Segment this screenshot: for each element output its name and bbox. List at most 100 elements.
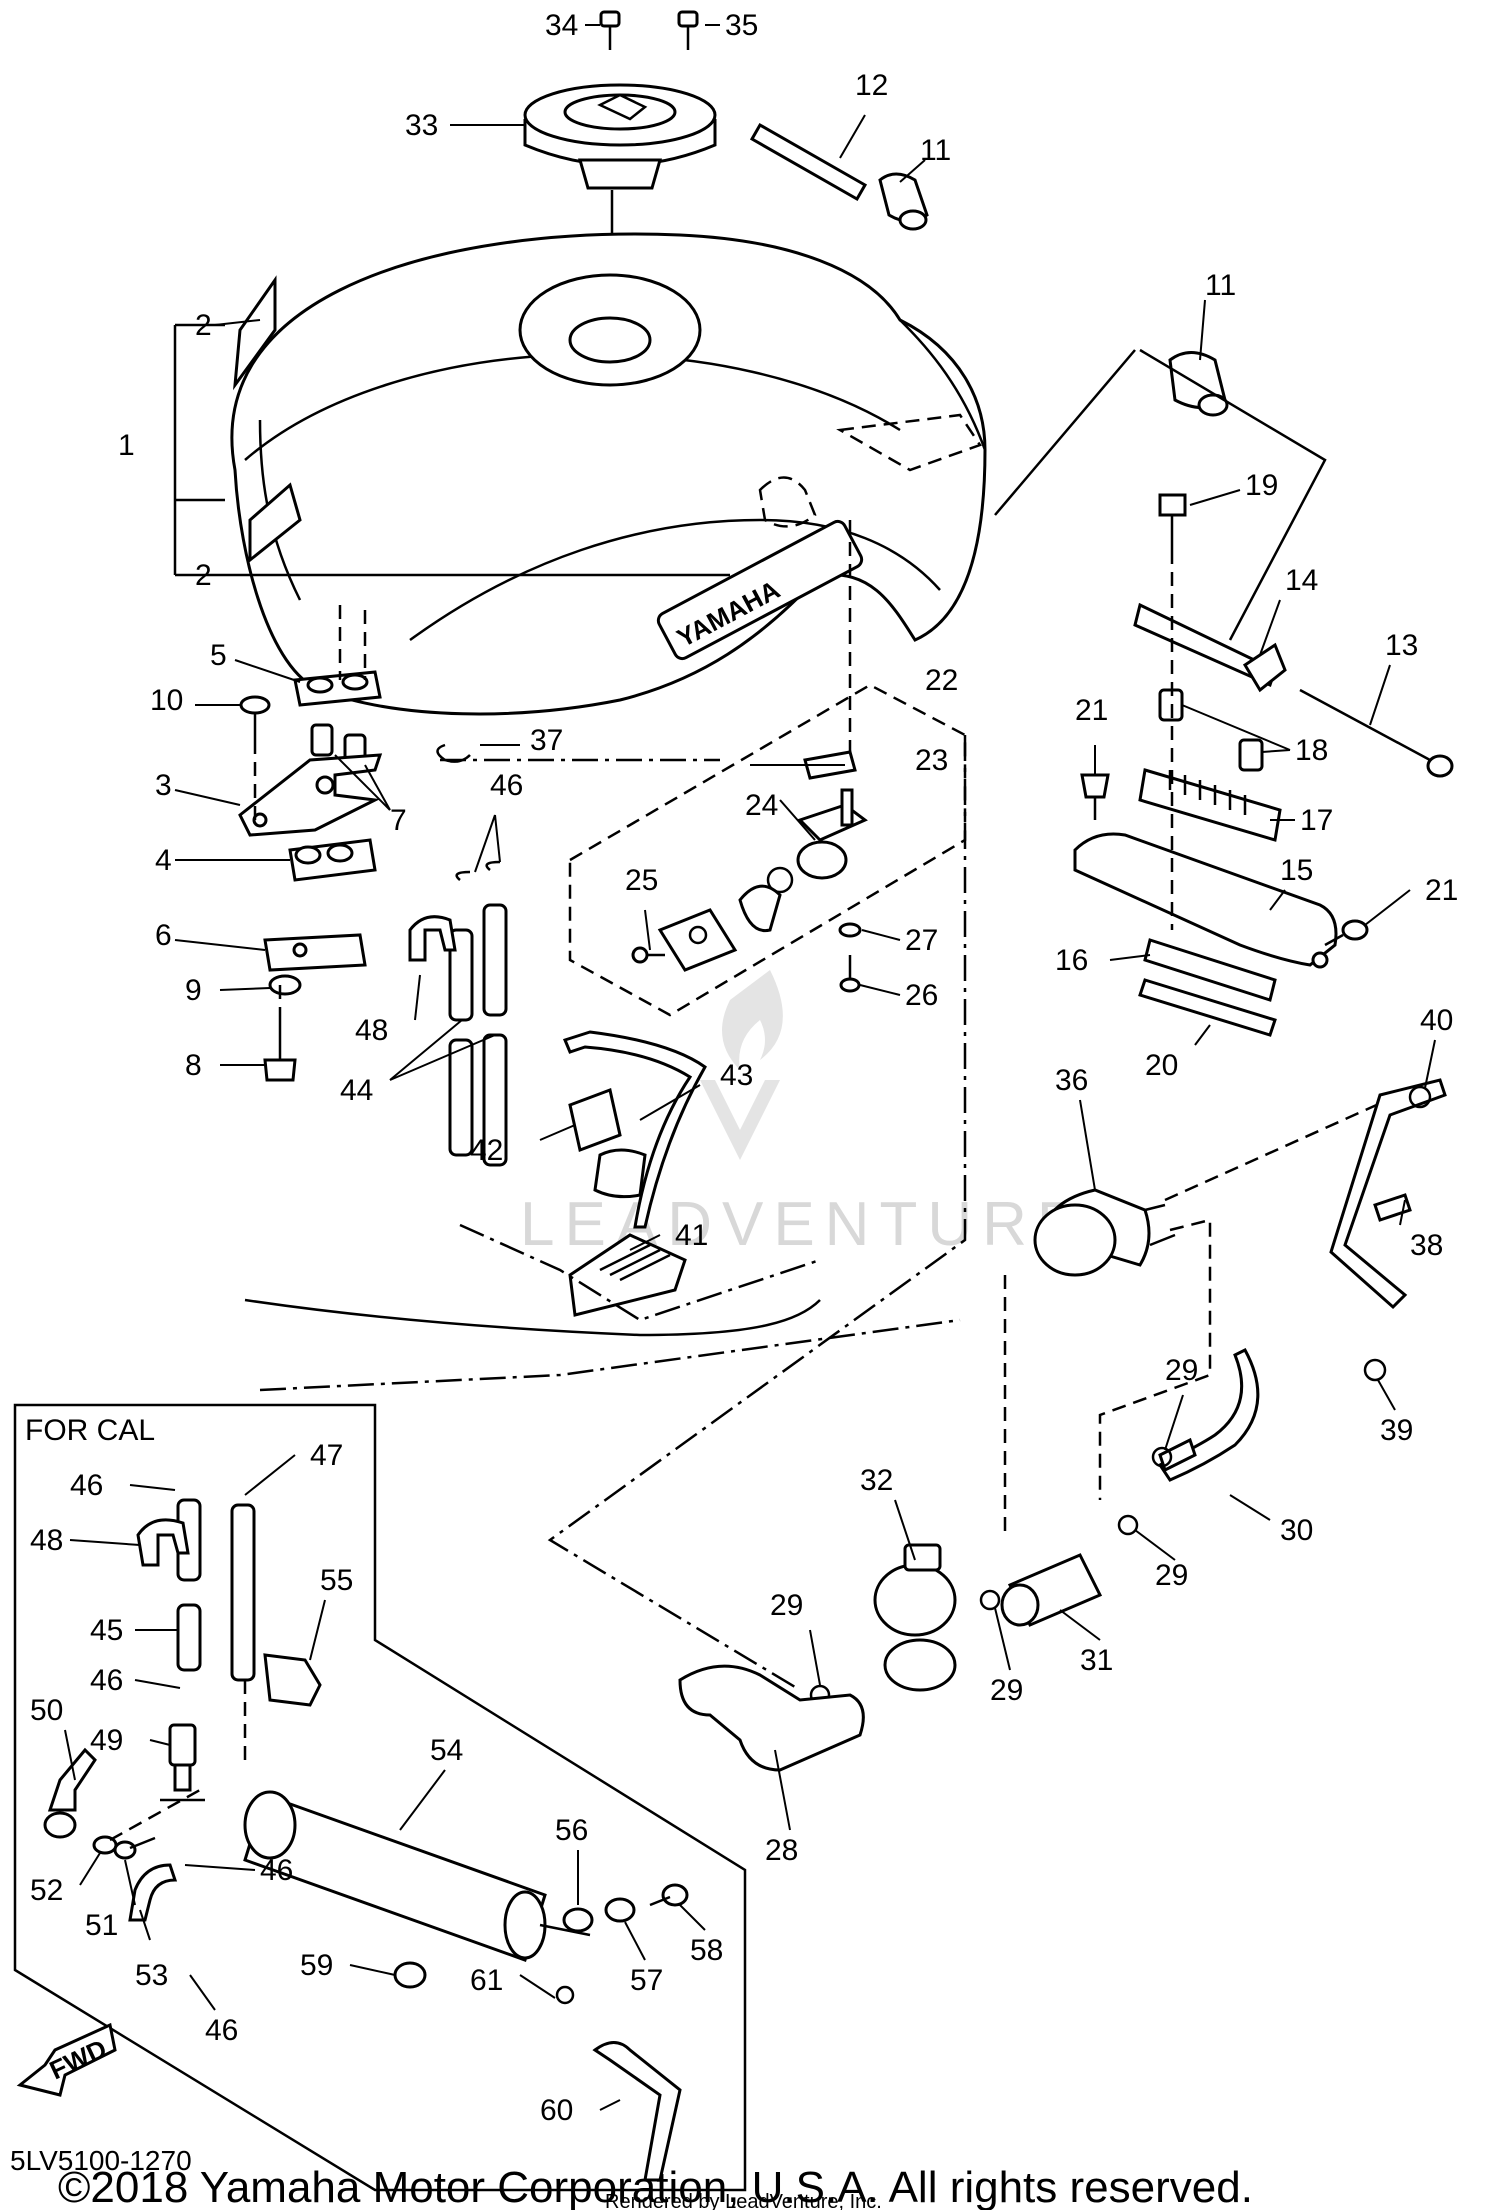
for-cal-label: FOR CAL [25, 1414, 155, 1447]
part-bolt-21-right [1324, 919, 1369, 947]
callout-29-c: 29 [990, 1674, 1023, 1707]
callout-10: 10 [150, 684, 183, 717]
part-cap-59 [393, 1961, 427, 1989]
part-screw-25 [631, 946, 665, 964]
part-clip-39 [1363, 1358, 1387, 1382]
part-bolt-58 [649, 1883, 689, 1907]
callout-36: 36 [1055, 1064, 1088, 1097]
part-hose-45 [176, 1498, 202, 1672]
callout-54: 54 [430, 1734, 463, 1767]
callout-49: 49 [90, 1724, 123, 1757]
callout-61: 61 [470, 1964, 503, 1997]
callout-15: 15 [1280, 854, 1313, 887]
callout-58: 58 [690, 1934, 723, 1967]
callout-51: 51 [85, 1909, 118, 1942]
callout-18: 18 [1295, 734, 1328, 767]
callout-50: 50 [30, 1694, 63, 1727]
part-bolt-13 [1299, 688, 1454, 778]
part-hose-53 [128, 1863, 178, 1922]
callout-11-rear: 11 [1205, 269, 1236, 302]
watermark-text: LEADVENTURE [520, 1190, 1088, 1259]
part-stay-15 [1073, 832, 1338, 969]
callout-48-main: 48 [355, 1014, 388, 1047]
callout-6: 6 [155, 919, 172, 952]
callout-46-e: 46 [205, 2014, 238, 2047]
callout-29-d: 29 [770, 1589, 803, 1622]
leader-lines [64, 24, 1436, 2111]
part-band-43 [562, 1030, 707, 1229]
callout-22: 22 [925, 664, 958, 697]
callout-57: 57 [630, 1964, 663, 1997]
callout-9: 9 [185, 974, 202, 1007]
part-hose-12 [749, 122, 868, 202]
callout-12: 12 [855, 69, 888, 102]
part-damper-5 [293, 670, 382, 707]
part-washer-9 [268, 974, 302, 996]
part-damper-56 [562, 1907, 594, 1933]
part-clip-40 [1408, 1085, 1432, 1109]
callout-5: 5 [210, 639, 227, 672]
callout-55: 55 [320, 1564, 353, 1597]
callout-34: 34 [545, 9, 578, 42]
callout-21-right: 21 [1425, 874, 1458, 907]
callout-56: 56 [555, 1814, 588, 1847]
callout-44: 44 [340, 1074, 373, 1107]
part-screw-34 [599, 10, 621, 50]
part-clip-61 [555, 1985, 575, 2005]
callout-29-b: 29 [1155, 1559, 1188, 1592]
callout-53: 53 [135, 1959, 168, 1992]
callout-4: 4 [155, 844, 172, 877]
callout-2-top: 2 [195, 309, 212, 342]
callout-19: 19 [1245, 469, 1278, 502]
part-damper-4 [288, 838, 377, 882]
callout-59: 59 [300, 1949, 333, 1982]
part-clamp-48 [408, 915, 457, 962]
part-bolt-10 [239, 695, 271, 740]
callout-46-b: 46 [70, 1469, 103, 1502]
part-clamp-48-cal [136, 1518, 190, 1567]
callout-46-d: 46 [260, 1854, 293, 1887]
part-screw-35 [677, 10, 699, 50]
part-damper-11-front [878, 172, 929, 231]
part-plate-6 [263, 933, 367, 972]
callout-17: 17 [1300, 804, 1333, 837]
callout-29-a: 29 [1165, 1354, 1198, 1387]
part-bolt-8 [263, 1020, 297, 1082]
callout-41: 41 [675, 1219, 708, 1252]
part-fuel-tank: YAMAHA [230, 232, 987, 716]
part-hoses-44 [448, 903, 508, 1167]
callout-20: 20 [1145, 1049, 1178, 1082]
part-hose-47 [230, 1503, 256, 1682]
tank-bracket [173, 323, 730, 577]
part-bolt-51 [113, 1836, 156, 1860]
part-washer-27 [838, 922, 862, 938]
part-filler-cap [523, 83, 717, 300]
part-damper-11-rear [1168, 351, 1229, 417]
callout-46-c: 46 [90, 1664, 123, 1697]
callout-48-cal: 48 [30, 1524, 63, 1557]
callout-43: 43 [720, 1059, 753, 1092]
callout-25: 25 [625, 864, 658, 897]
part-bracket-50 [43, 1747, 97, 1839]
part-pad-42 [568, 1087, 647, 1199]
callout-46-a: 46 [490, 769, 523, 802]
callout-31: 31 [1080, 1644, 1113, 1677]
copyright: ©2018 Yamaha Motor Corporation, U.S.A. A… [58, 2163, 1253, 2210]
callout-7: 7 [390, 804, 407, 837]
callout-numbers: 1 2 2 3 4 5 6 7 8 9 10 11 11 12 13 14 15… [30, 9, 1458, 2127]
part-holder-16 [1143, 938, 1277, 1002]
part-bolt-19 [1158, 493, 1187, 550]
callout-14: 14 [1285, 564, 1318, 597]
part-canister-54 [243, 1790, 591, 1962]
for-cal-inset: FOR CAL [13, 1403, 747, 2192]
callout-45: 45 [90, 1614, 123, 1647]
callout-35: 35 [725, 9, 758, 42]
part-clip-55 [263, 1653, 322, 1707]
callout-21-left: 21 [1075, 694, 1108, 727]
callout-24: 24 [745, 789, 778, 822]
part-damper-17 [1138, 768, 1282, 842]
part-holder-32 [873, 1543, 957, 1692]
callout-1: 1 [118, 429, 135, 462]
callout-42: 42 [470, 1134, 503, 1167]
